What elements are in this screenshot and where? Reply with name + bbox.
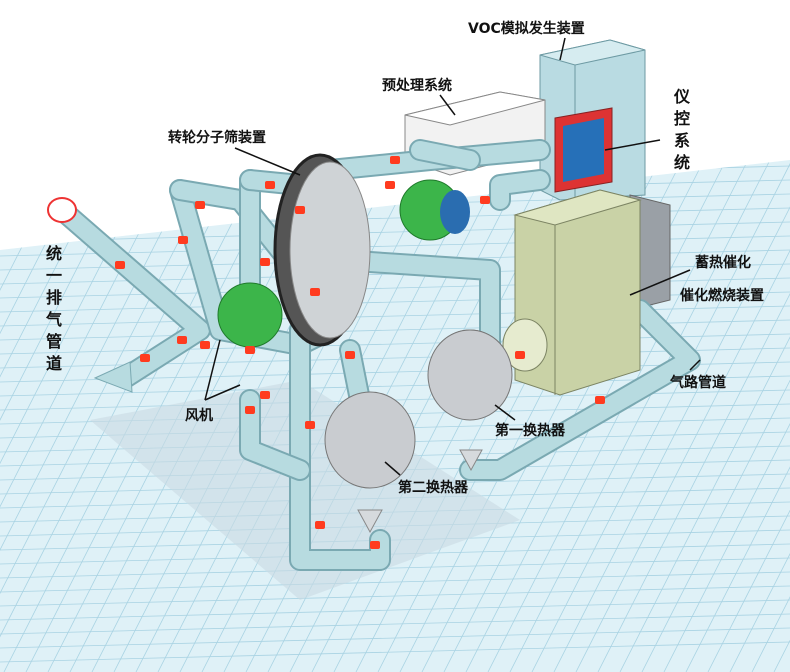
flow-arrow — [370, 541, 380, 549]
label-gas-pipe: 气路管道 — [670, 375, 726, 391]
grid-line — [663, 422, 790, 672]
label-heat-exchanger-2: 第二换热器 — [398, 480, 468, 496]
fan-lower — [217, 282, 283, 348]
exhaust-outlet — [93, 361, 133, 393]
flow-arrow — [115, 261, 125, 269]
grid-line — [0, 159, 199, 551]
flow-arrow — [265, 181, 275, 189]
grid-line — [487, 159, 749, 672]
pipe — [53, 201, 209, 387]
rotor-wheel — [273, 153, 371, 347]
flow-arrow — [245, 406, 255, 414]
exhaust-pipe-opening — [47, 197, 77, 223]
label-rotor-sieve: 转轮分子筛装置 — [168, 130, 266, 146]
label-exhaust-pipe: 统一排气管道 — [43, 245, 62, 377]
pipe — [461, 301, 699, 479]
flow-arrow — [140, 354, 150, 362]
heat-exchanger-1 — [427, 329, 513, 472]
label-fan: 风机 — [185, 408, 213, 424]
grid-line — [619, 336, 790, 672]
flow-arrow — [260, 258, 270, 266]
grid-line — [0, 627, 790, 649]
leader-lines — [204, 37, 701, 476]
flow-arrow — [195, 201, 205, 209]
grid-line — [0, 571, 790, 593]
grid-line — [0, 599, 790, 621]
grid-line — [553, 206, 790, 672]
grid-line — [0, 159, 177, 508]
control-monitor — [554, 107, 613, 193]
flow-arrow — [595, 396, 605, 404]
grid-line — [0, 305, 790, 327]
pipe — [491, 171, 549, 209]
flow-arrow — [310, 288, 320, 296]
label-regenerative-catalytic: 蓄热催化 — [695, 255, 751, 271]
grid-line — [575, 249, 790, 672]
grid-line — [0, 557, 790, 579]
flow-arrow — [345, 351, 355, 359]
grid-line — [0, 159, 221, 595]
flow-arrow — [515, 351, 525, 359]
grid-line — [509, 159, 771, 672]
flow-arrow — [295, 206, 305, 214]
grid-line — [531, 163, 790, 672]
grid-line — [641, 379, 790, 672]
grid-line — [685, 466, 790, 672]
label-catalytic-combustion: 催化燃烧装置 — [680, 288, 764, 304]
flow-arrow — [390, 156, 400, 164]
label-voc-generator: VOC模拟发生装置 — [468, 21, 585, 37]
label-heat-exchanger-1: 第一换热器 — [495, 423, 565, 439]
pipe — [241, 391, 309, 479]
grid-line — [0, 159, 89, 335]
flow-arrow — [177, 336, 187, 344]
flow-arrow — [178, 236, 188, 244]
pipe — [291, 321, 389, 569]
grid-line — [0, 159, 111, 378]
catalytic-combustion-box — [502, 189, 642, 396]
flow-arrow — [305, 421, 315, 429]
flow-arrow — [245, 346, 255, 354]
flow-arrows — [115, 156, 605, 549]
grid-line — [0, 641, 790, 663]
flow-arrow — [385, 181, 395, 189]
grid-line — [0, 585, 790, 607]
label-pretreatment: 预处理系统 — [382, 78, 452, 94]
fan-upper — [399, 179, 470, 241]
grid-line — [597, 293, 790, 672]
flow-arrow — [200, 341, 210, 349]
flow-arrow — [480, 196, 490, 204]
grid-line — [0, 613, 790, 635]
flow-arrow — [315, 521, 325, 529]
pipe — [411, 141, 479, 169]
label-instrument-control: 仪控系统 — [671, 88, 690, 176]
heat-exchanger-2 — [324, 391, 416, 534]
flow-arrow — [260, 391, 270, 399]
